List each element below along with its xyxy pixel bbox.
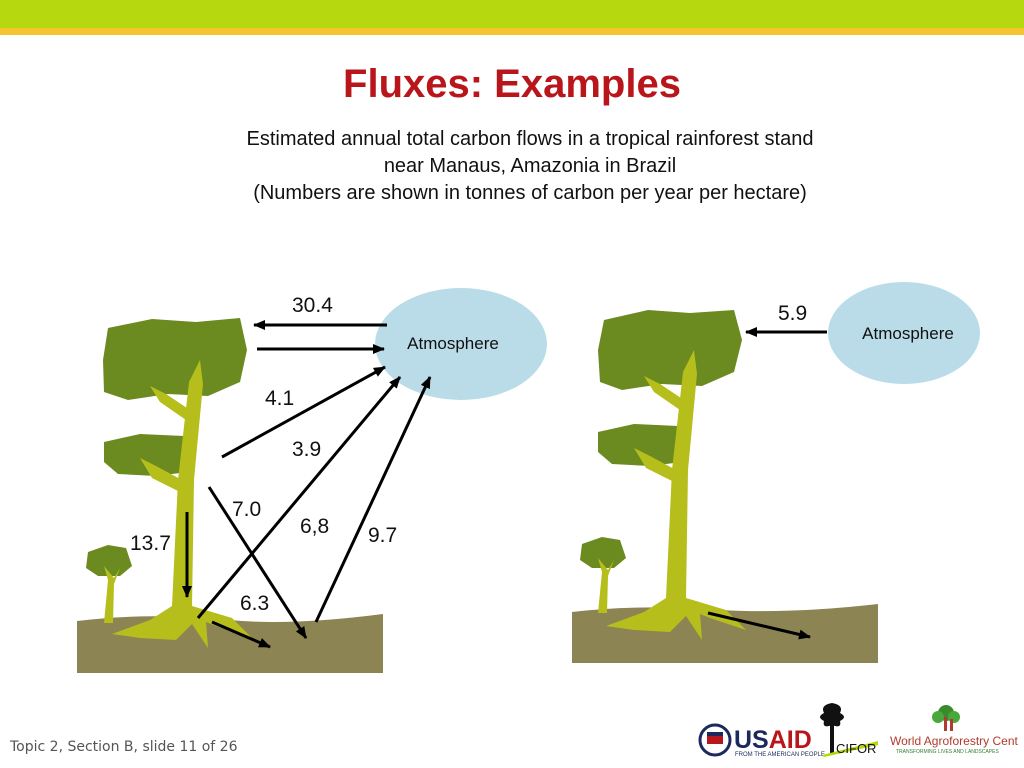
flux-label: 30.4 [292,294,333,317]
right-scene: Atmosphere 5.9 [572,282,980,663]
flux-label: 6,8 [300,515,329,538]
arrow-6-3 [211,620,271,649]
arrow-7-0 [207,486,308,639]
arrow-6-8 [196,376,402,619]
small-tree-left [86,545,132,623]
subtitle-line: near Manaus, Amazonia in Brazil [383,155,677,177]
flux-label: 9.7 [368,524,397,547]
wac-tagline: TRANSFORMING LIVES AND LANDSCAPES [896,749,999,755]
flux-label: 5.9 [778,302,807,325]
slide-footer: Topic 2, Section B, slide 11 of 26 [10,739,238,755]
slide-subtitle: Estimated annual total carbon flows in a… [150,126,910,207]
atmosphere-label-right: Atmosphere [862,324,954,343]
usaid-tagline: FROM THE AMERICAN PEOPLE [735,752,825,758]
big-tree-right [598,310,746,640]
arrow-9-7 [314,376,432,623]
subtitle-line: (Numbers are shown in tonnes of carbon p… [253,182,807,204]
slide-title: Fluxes: Examples [343,62,681,106]
left-scene: Atmosphere 30.4 4.1 3.9 7 [77,288,547,673]
small-tree-right [580,537,626,613]
flux-arrows-left [182,320,432,649]
flux-arrows-right [707,327,827,640]
svg-text:USAID: USAID [734,726,812,754]
header-green-bar [0,0,1024,28]
atmosphere-ellipse-left [375,288,547,400]
arrow-4-1 [221,365,386,459]
partner-logos: USAID FROM THE AMERICAN PEOPLE CIFOR Wor… [698,703,1018,758]
flux-label: 7.0 [232,498,261,521]
atmosphere-label-left: Atmosphere [407,334,499,353]
subtitle-line: Estimated annual total carbon flows in a… [246,128,814,150]
atmosphere-ellipse-right [828,282,980,384]
flux-label: 3.9 [292,438,321,461]
arrow-root-to-soil-right [707,611,811,640]
wac-wordmark: World Agroforestry Centre [890,734,1018,748]
cifor-logo: CIFOR [820,703,878,757]
flux-label: 4.1 [265,387,294,410]
header-yellow-bar [0,28,1024,35]
flux-label: 6.3 [240,592,269,615]
usaid-logo: USAID FROM THE AMERICAN PEOPLE [698,723,825,758]
cifor-wordmark: CIFOR [836,741,876,756]
flux-label: 13.7 [130,532,171,555]
wac-logo: World Agroforestry Centre TRANSFORMING L… [890,705,1018,755]
big-tree-left [103,318,252,648]
